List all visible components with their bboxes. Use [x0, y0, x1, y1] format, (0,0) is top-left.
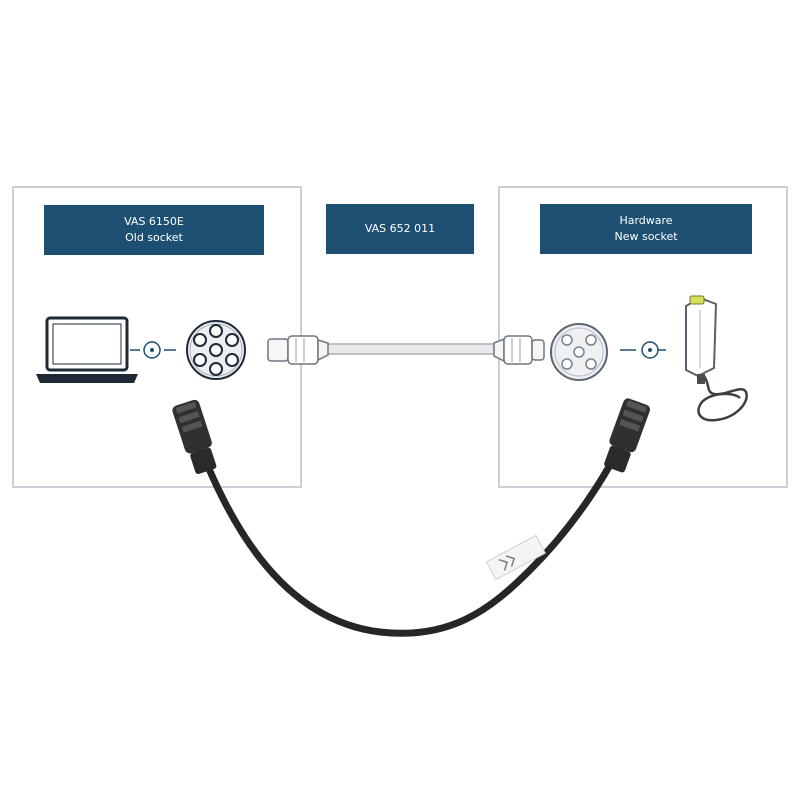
adapter-cable-icon — [172, 398, 651, 637]
adapter-label: VAS 652 011 — [326, 204, 474, 254]
new-socket-icon — [550, 323, 608, 381]
connection-dot-icon-right — [620, 341, 666, 359]
cable-flag-label — [485, 534, 546, 581]
adapter-gray-cable-icon — [267, 335, 545, 365]
connection-dot-icon — [130, 341, 176, 359]
new-socket-label: Hardware New socket — [540, 204, 752, 254]
old-socket-icon — [186, 320, 246, 380]
adapter-label-text: VAS 652 011 — [364, 222, 436, 235]
new-socket-label-line2: New socket — [614, 230, 678, 243]
vci-device-icon — [685, 295, 748, 422]
old-socket-label: VAS 6150E Old socket — [44, 205, 264, 255]
old-socket-label-line2: Old socket — [125, 231, 183, 244]
laptop-icon — [36, 316, 138, 383]
new-socket-label-line1: Hardware — [619, 214, 673, 227]
old-socket-label-line1: VAS 6150E — [124, 215, 184, 228]
